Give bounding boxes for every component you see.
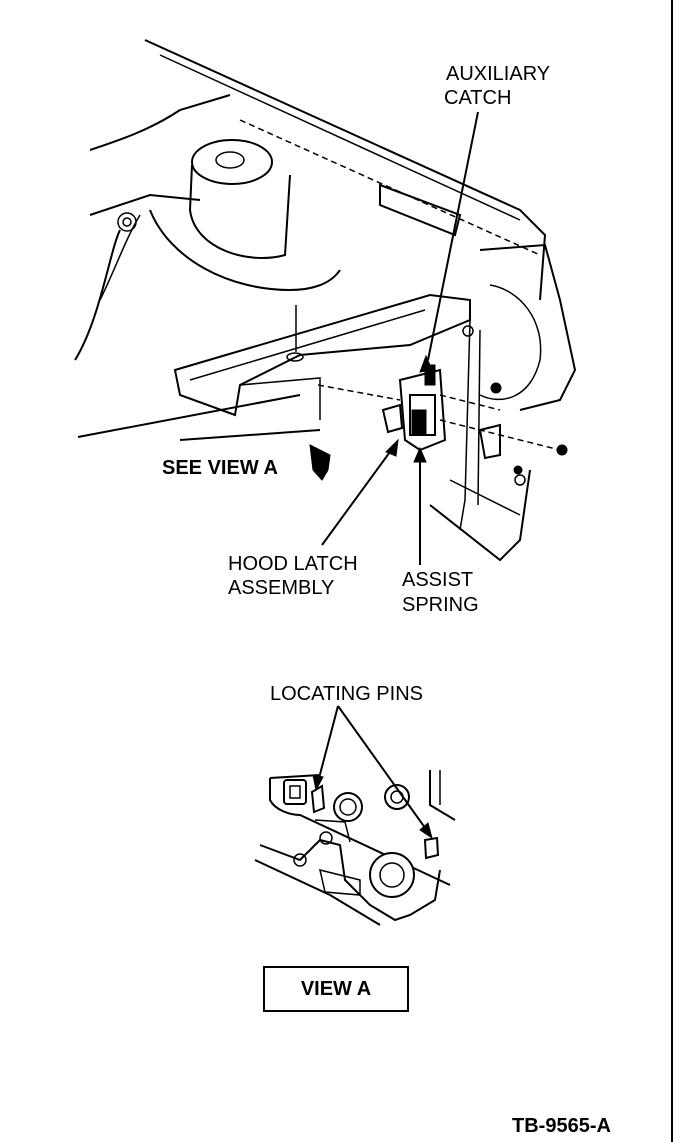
locating-pin-arrowhead-right (419, 822, 433, 840)
hood-latch-label-line1: HOOD LATCH (228, 553, 358, 575)
strut-tower (149, 139, 341, 292)
locating-pin-arrowhead-left (312, 774, 324, 792)
locating-pin-leader-left (317, 705, 339, 783)
locating-pin-leader-right (337, 705, 429, 833)
hood-latch-label-line2: ASSEMBLY (228, 577, 335, 599)
view-a-caption-box: VIEW A (263, 966, 409, 1012)
auxiliary-catch-leader (427, 111, 479, 361)
front-end-panel (429, 243, 577, 562)
fender-outline (74, 39, 547, 361)
see-view-a-arrow (309, 444, 331, 481)
see-view-a-label: SEE VIEW A (162, 457, 278, 479)
hood-latch-leader (321, 444, 396, 546)
figure-id: TB-9565-A (512, 1115, 611, 1137)
radiator-support (77, 293, 471, 441)
hood-latch-assembly (381, 364, 568, 475)
view-a-caption: VIEW A (300, 977, 372, 1000)
auxiliary-catch-label-line1: AUXILIARY (446, 63, 551, 85)
assist-spring-label-line1: ASSIST (402, 569, 474, 591)
assist-spring-arrowhead (413, 446, 427, 463)
hood-latch-arrowhead (385, 438, 399, 457)
auxiliary-catch-arrowhead (419, 354, 433, 373)
assist-spring-label-line2: SPRING (402, 594, 479, 616)
locating-pins-label: LOCATING PINS (270, 683, 423, 705)
auxiliary-catch-label-line2: CATCH (444, 87, 512, 109)
view-a-detail (254, 705, 456, 926)
